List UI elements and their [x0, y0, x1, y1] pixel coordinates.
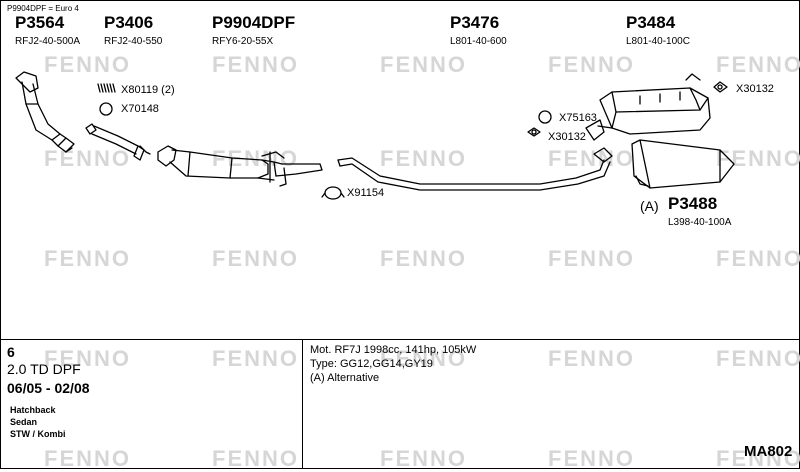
part-ref-p3564: RFJ2-40-500A [15, 36, 81, 47]
part-ref-p3488: L398-40-100A [668, 217, 732, 228]
clamp-icon [321, 186, 345, 200]
part-drawing-p3476 [337, 147, 613, 191]
part-number-p3476: P3476 [450, 13, 500, 32]
watermark-text: FENNO [716, 146, 800, 171]
vehicle-years: 06/05 - 02/08 [7, 380, 90, 396]
vehicle-model: 6 [7, 344, 15, 360]
accessory-x75163: X75163 [559, 112, 597, 124]
watermark-text: FENNO [44, 446, 131, 471]
part-number-p3484: P3484 [626, 13, 676, 32]
watermark-text: FENNO [44, 52, 131, 77]
body-type-sedan: Sedan [10, 417, 38, 427]
part-ref-p3476: L801-40-600 [450, 36, 507, 47]
spec-type: Type: GG12,GG14,GY19 [310, 358, 433, 370]
accessory-x70148: X70148 [121, 103, 159, 115]
part-drawing-p3488 [631, 139, 735, 189]
rubber-mount-icon [527, 127, 541, 137]
accessory-x30132-a: X30132 [548, 131, 586, 143]
part-number-p9904dpf: P9904DPF [212, 13, 296, 32]
gasket-ring-icon-2 [538, 110, 552, 124]
diagram-code: MA802 [744, 443, 793, 460]
watermark-text: FENNO [716, 52, 800, 77]
watermark-text: FENNO [44, 346, 131, 371]
exhaust-diagram [15, 71, 735, 200]
watermark-text: FENNO [548, 146, 635, 171]
body-type-stw: STW / Kombi [10, 429, 66, 439]
watermark-text: FENNO [716, 246, 800, 271]
body-type-hatchback: Hatchback [10, 405, 56, 415]
part-drawing-p9904dpf [157, 145, 323, 187]
watermark-text: FENNO [716, 446, 800, 471]
euro-note: P9904DPF = Euro 4 [7, 4, 79, 13]
part-number-p3488: P3488 [668, 194, 718, 213]
rubber-mount-icon-2 [713, 81, 728, 93]
part-ref-p3484: L801-40-100C [626, 36, 690, 47]
info-divider [302, 339, 303, 469]
part-number-p3406: P3406 [104, 13, 154, 32]
watermark-text: FENNO [380, 446, 467, 471]
part-prefix-alt: (A) [640, 198, 659, 214]
watermark-text: FENNO [548, 446, 635, 471]
part-drawing-p3406 [85, 123, 151, 161]
part-ref-p3406: RFJ2-40-550 [104, 36, 163, 47]
watermark-text: FENNO [44, 146, 131, 171]
watermark-text: FENNO [212, 146, 299, 171]
watermark-text: FENNO [380, 346, 467, 371]
accessory-x80119: X80119 (2) [121, 84, 175, 96]
watermark-text: FENNO [44, 246, 131, 271]
part-number-p3564: P3564 [15, 13, 65, 32]
section-divider [0, 339, 800, 340]
watermark-text: FENNO [380, 246, 467, 271]
watermark-text: FENNO [548, 246, 635, 271]
watermark-text: FENNO [380, 146, 467, 171]
accessory-x91154: X91154 [347, 187, 385, 199]
spec-alternative: (A) Alternative [310, 372, 380, 384]
watermark-text: FENNO [212, 246, 299, 271]
gasket-ring-icon [99, 102, 113, 116]
part-ref-p9904dpf: RFY6-20-55X [212, 36, 274, 47]
watermark-text: FENNO [548, 52, 635, 77]
watermark-text: FENNO [548, 346, 635, 371]
part-drawing-p3564 [15, 71, 75, 153]
watermark-text: FENNO [212, 346, 299, 371]
vehicle-engine: 2.0 TD DPF [7, 361, 81, 377]
spec-motor: Mot. RF7J 1998cc, 141hp, 105kW [310, 344, 477, 356]
watermark-text: FENNO [716, 346, 800, 371]
watermark-text: FENNO [212, 52, 299, 77]
watermark-text: FENNO [212, 446, 299, 471]
spring-icon [97, 83, 116, 93]
accessory-x30132-b: X30132 [736, 83, 774, 95]
part-drawing-p3484 [585, 73, 711, 141]
watermark-text: FENNO [380, 52, 467, 77]
